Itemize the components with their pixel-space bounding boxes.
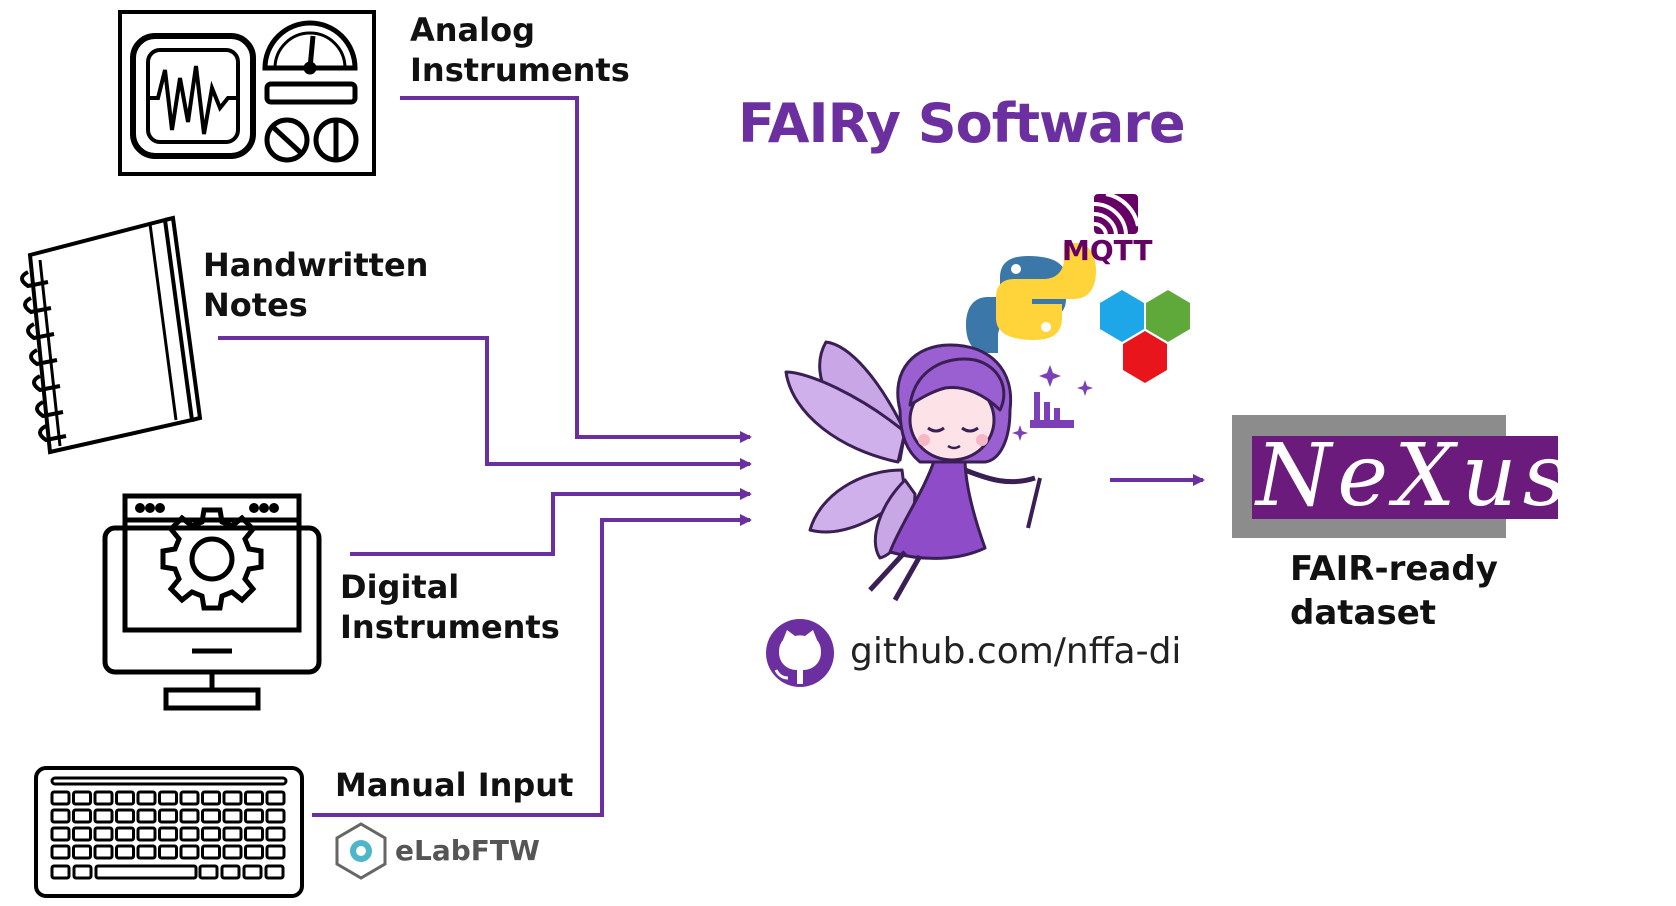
keyboard-key <box>158 790 178 806</box>
keyboard-key <box>198 864 219 880</box>
keyboard-key <box>244 808 264 824</box>
keyboard-key <box>244 826 264 842</box>
keyboard-key <box>265 844 286 860</box>
keyboard-key <box>201 790 221 806</box>
keyboard-key <box>72 864 93 880</box>
elabftw-label: eLabFTW <box>395 834 540 867</box>
keyboard-key <box>179 808 200 824</box>
keyboard-key <box>72 790 92 806</box>
handwritten-notes-label: Handwritten Notes <box>203 245 428 325</box>
keyboard-key <box>265 790 286 806</box>
keyboard-key <box>136 826 157 842</box>
keyboard-key <box>72 844 92 860</box>
digital-label-line1: Digital <box>340 568 460 606</box>
repository-link[interactable]: github.com/nffa-di <box>850 631 1182 672</box>
hexagon-cluster-logo <box>1100 290 1190 383</box>
output-label-line1: FAIR-ready <box>1290 549 1498 589</box>
keyboard-key <box>242 864 263 880</box>
digital-connector <box>350 488 752 556</box>
keyboard-key <box>222 826 243 842</box>
manual-connector <box>312 514 752 817</box>
digital-label-line2: Instruments <box>340 608 560 646</box>
keyboard-key <box>136 808 157 824</box>
keyboard-key <box>50 808 71 824</box>
keyboard-key <box>50 844 71 860</box>
keyboard-key <box>72 808 92 824</box>
keyboard-key <box>93 790 114 806</box>
keyboard-icon <box>34 766 304 898</box>
keyboard-key <box>222 808 243 824</box>
keyboard-key <box>115 826 135 842</box>
keyboard-key <box>244 790 264 806</box>
keyboard-key <box>222 790 243 806</box>
keyboard-key <box>115 790 135 806</box>
keyboard-key <box>222 844 243 860</box>
mqtt-label: MQTT <box>1062 234 1153 267</box>
output-label-line2: dataset <box>1290 593 1437 633</box>
page-title: FAIRy Software <box>738 92 1186 155</box>
computer-gear-icon <box>102 493 322 711</box>
notebook-icon <box>20 215 203 455</box>
keyboard-key <box>93 844 114 860</box>
fair-ready-dataset-label: FAIR-ready dataset <box>1290 547 1498 635</box>
keyboard-key <box>72 826 92 842</box>
keyboard-key <box>201 844 221 860</box>
nexus-logo <box>1232 415 1558 538</box>
keyboard-key <box>158 808 178 824</box>
keyboard-key <box>201 826 221 842</box>
keyboard-key <box>264 864 285 880</box>
keyboard-key <box>265 826 286 842</box>
analog-label-line1: Analog <box>410 11 535 49</box>
keyboard-key <box>201 808 221 824</box>
keyboard-key <box>158 844 178 860</box>
handwritten-label-line1: Handwritten <box>203 246 429 284</box>
python-logo <box>966 243 1096 353</box>
keyboard-key <box>115 808 135 824</box>
keyboard-key <box>158 826 178 842</box>
manual-input-label: Manual Input <box>335 766 574 804</box>
keyboard-key <box>50 826 71 842</box>
keyboard-key <box>136 790 157 806</box>
keyboard-key <box>136 844 157 860</box>
keyboard-key <box>220 864 241 880</box>
handwritten-connector <box>218 336 752 470</box>
keyboard-key <box>179 826 200 842</box>
elabftw-logo <box>335 822 387 880</box>
handwritten-label-line2: Notes <box>203 286 308 324</box>
analog-instruments-label: Analog Instruments <box>410 10 630 90</box>
digital-instruments-label: Digital Instruments <box>340 567 560 647</box>
github-icon <box>766 619 834 687</box>
mqtt-logo <box>1093 192 1140 235</box>
keyboard-key <box>244 844 264 860</box>
analog-connector <box>400 96 752 443</box>
keyboard-key <box>50 864 71 880</box>
keyboard-key <box>115 844 135 860</box>
keyboard-key <box>265 808 286 824</box>
connector-lines <box>218 96 1205 817</box>
analog-label-line2: Instruments <box>410 51 630 89</box>
keyboard-key <box>179 790 200 806</box>
keyboard-key <box>94 864 198 880</box>
keyboard-key <box>50 790 71 806</box>
fairy-illustration <box>784 340 1093 602</box>
keyboard-key <box>93 808 114 824</box>
analog-instrument-panel-icon <box>118 10 376 176</box>
keyboard-key <box>93 826 114 842</box>
nexus-logo-text: NeXus <box>1256 426 1573 526</box>
keyboard-key <box>179 844 200 860</box>
